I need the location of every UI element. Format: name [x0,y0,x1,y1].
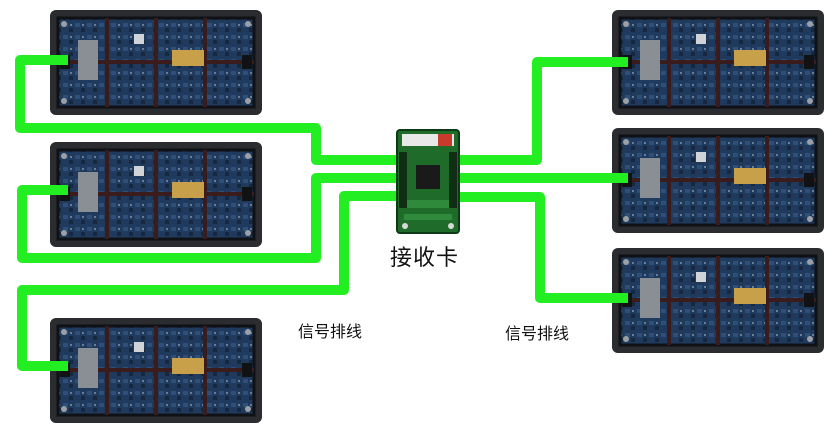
led-module-left-1 [48,8,264,117]
cable-left-1 [15,55,405,165]
led-module-left-3 [48,316,264,425]
receiving-card-label: 接收卡 [390,246,460,271]
signal-cable-label-left: 信号排线 [298,322,363,341]
receiving-card [396,129,460,234]
cable-right-3 [457,192,628,303]
led-module-left-2 [48,140,264,249]
led-module-right-2 [610,126,826,235]
signal-cables [15,55,628,371]
cable-left-3 [17,191,405,371]
led-module-right-1 [610,8,826,117]
led-module-right-3 [610,246,826,355]
cable-left-2 [17,173,405,263]
cable-right-1 [457,57,628,165]
signal-cable-label-right: 信号排线 [505,324,570,343]
